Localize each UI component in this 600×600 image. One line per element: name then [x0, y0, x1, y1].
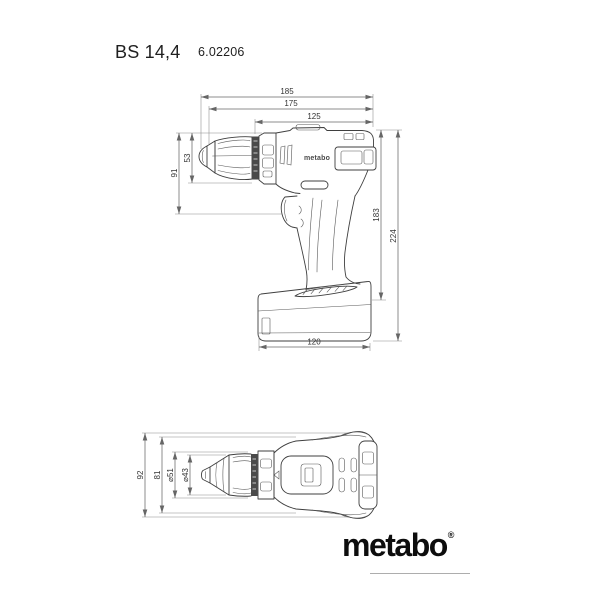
metabo-logo-text: metabo	[342, 527, 448, 563]
dim-battery-length: 120	[259, 338, 370, 350]
top-view-dimensions: 92 81 ⌀51 ⌀43	[136, 432, 348, 518]
dim-front-height: 91	[170, 133, 182, 214]
dim-housing-width-value: 81	[153, 470, 162, 479]
product-model: BS 14,4	[115, 42, 181, 62]
dim-chuck-diameter-value: ⌀51	[166, 468, 175, 482]
housing-brand-label: metabo	[304, 155, 330, 162]
dim-front-height-value: 91	[170, 168, 179, 177]
dim-total-length-value: 185	[280, 87, 294, 96]
dim-total-height-value: 224	[389, 229, 398, 243]
dim-chuck-diameter: ⌀51	[166, 452, 178, 498]
dim-chuck-height-value: 53	[183, 153, 192, 162]
dim-total-width-value: 92	[136, 470, 145, 479]
dim-total-width: 92	[136, 433, 148, 517]
dim-total-height: 224	[389, 130, 401, 341]
dim-height-to-handle-base: 183	[372, 130, 384, 300]
dim-chuck-front-diameter: ⌀43	[181, 455, 193, 495]
dim-chuck-front-diameter-value: ⌀43	[181, 468, 190, 482]
dim-height-to-handle-base-value: 183	[372, 208, 381, 222]
registered-trademark-icon: ®	[447, 530, 455, 540]
side-view-dimensions: 185 175 125 53 91 183	[170, 87, 402, 351]
side-view-drawing: metabo	[198, 124, 377, 342]
dim-housing-width: 81	[153, 437, 165, 513]
torque-ring-band	[252, 136, 259, 180]
dim-length-without-tip-value: 175	[284, 99, 298, 108]
dim-length-without-tip: 175	[209, 99, 373, 112]
dim-chuck-height: 53	[183, 133, 195, 183]
torque-ring-band-top	[251, 454, 258, 496]
dim-battery-length-value: 120	[307, 338, 321, 347]
article-number: 6.02206	[198, 45, 245, 59]
belt-clip	[334, 146, 377, 171]
dim-housing-length-value: 125	[307, 112, 321, 121]
dim-housing-length: 125	[255, 112, 373, 125]
top-view-drawing	[201, 431, 378, 519]
metabo-logo: metabo®	[342, 527, 454, 564]
footer-divider	[370, 573, 470, 574]
rear-end-block	[358, 440, 378, 510]
dim-total-length: 185	[201, 87, 373, 100]
central-housing	[273, 455, 334, 495]
battery-pack	[257, 280, 372, 342]
